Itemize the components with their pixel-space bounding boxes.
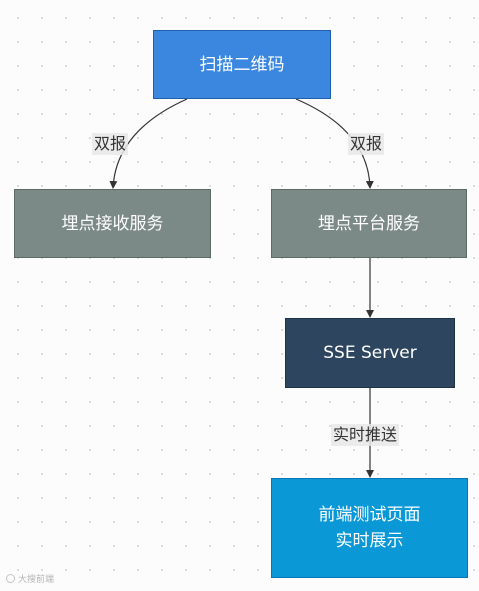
edge-label-to-platform: 双报 xyxy=(348,133,385,155)
node-scan-qr-label: 扫描二维码 xyxy=(199,54,285,75)
node-scan-qr: 扫描二维码 xyxy=(153,30,331,99)
edge-label-to-frontend: 实时推送 xyxy=(331,424,400,446)
node-tracking-receiver-label: 埋点接收服务 xyxy=(61,213,164,234)
node-frontend-page-line2: 实时展示 xyxy=(335,531,404,551)
node-sse-server: SSE Server xyxy=(285,318,455,388)
node-tracking-platform-label: 埋点平台服务 xyxy=(318,213,420,234)
watermark: 大搜前端 xyxy=(6,572,54,585)
node-sse-server-label: SSE Server xyxy=(323,343,417,363)
watermark-logo-icon xyxy=(6,574,15,583)
node-frontend-page: 前端测试页面 实时展示 xyxy=(271,478,468,578)
node-tracking-platform: 埋点平台服务 xyxy=(271,189,467,258)
node-tracking-receiver: 埋点接收服务 xyxy=(14,189,211,258)
edge-label-to-receiver: 双报 xyxy=(92,133,129,155)
node-frontend-page-line1: 前端测试页面 xyxy=(318,505,421,525)
edge-scan-to-receiver xyxy=(109,98,188,189)
watermark-text: 大搜前端 xyxy=(18,575,55,585)
